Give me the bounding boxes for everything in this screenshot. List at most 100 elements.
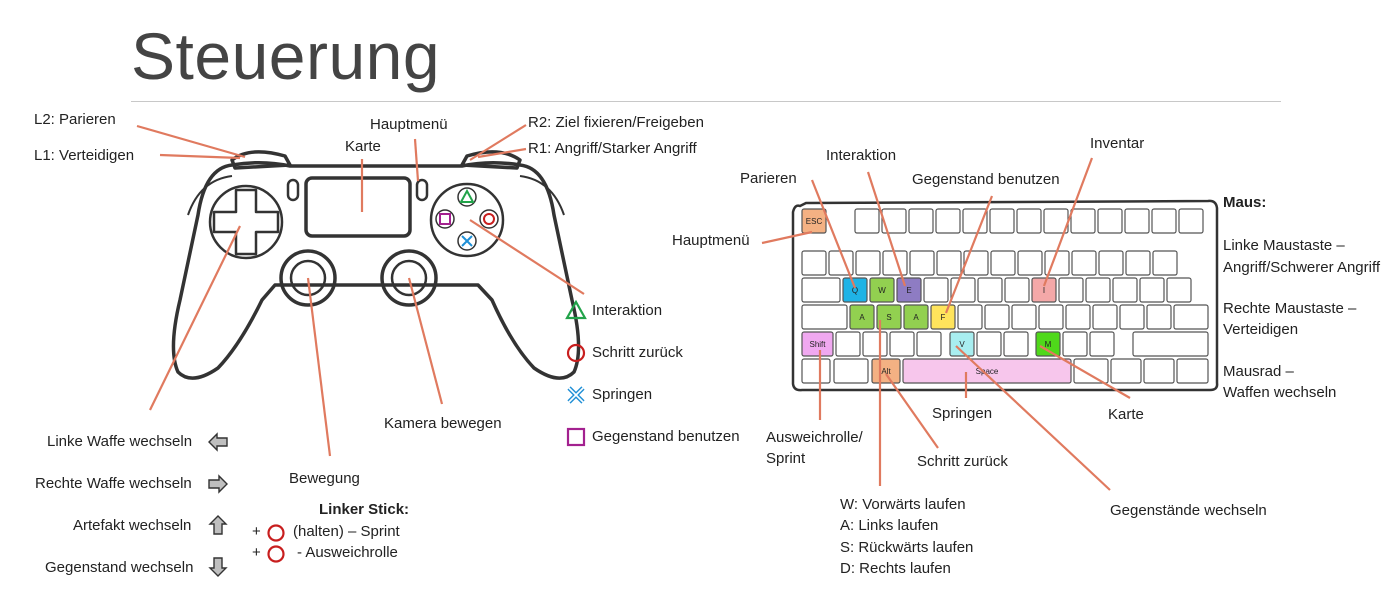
- arrow-down-icon: [208, 557, 228, 577]
- keyboard-key: [801, 358, 831, 384]
- keyboard-key: [936, 250, 962, 276]
- key-label-i: I: [1043, 286, 1045, 295]
- l1-shoulder: [230, 150, 292, 170]
- keyboard-key: [1070, 208, 1096, 234]
- face-triangle: [459, 188, 475, 203]
- kb-ausweich-label-1: Ausweichrolle/: [766, 429, 863, 446]
- keyboard-key: [1058, 277, 1084, 303]
- keyboard-key: [1124, 208, 1150, 234]
- keyboard-key: [1146, 304, 1172, 330]
- face-cross: [461, 235, 473, 247]
- key-enter: [1173, 304, 1209, 330]
- circle-icon: [267, 524, 285, 542]
- key-label-shift: Shift: [809, 340, 826, 349]
- key-label-w: W: [878, 286, 886, 295]
- key-label-e: E: [906, 286, 911, 295]
- dpad-right-label: Rechte Waffe wechseln: [35, 475, 192, 492]
- keyboard-key: [1152, 250, 1178, 276]
- maus-left-2: Angriff/Schwerer Angriff: [1223, 259, 1381, 276]
- maus-right-1: Rechte Maustaste –: [1223, 300, 1357, 317]
- key-e: [896, 277, 922, 303]
- keyboard-key: [1151, 208, 1177, 234]
- key-f: [930, 304, 956, 330]
- keyboard-key: [1112, 277, 1138, 303]
- keyboard-key: [1071, 250, 1097, 276]
- movement-a: A: Links laufen: [840, 517, 939, 534]
- key-i: [1031, 277, 1057, 303]
- left-stick: [279, 249, 337, 307]
- right-stick: [380, 249, 438, 307]
- r2-label: R2: Ziel fixieren/Freigeben: [528, 114, 704, 131]
- r1-label: R1: Angriff/Starker Angriff: [528, 140, 697, 157]
- page-title: Steuerung: [131, 19, 441, 93]
- circle-icon: [267, 545, 285, 563]
- l2-label: L2: Parieren: [34, 111, 116, 128]
- keyboard-key: [835, 331, 861, 357]
- keyboard-key: [1016, 208, 1042, 234]
- keyboard-frame: [791, 199, 1219, 392]
- key-label-esc: ESC: [806, 217, 823, 226]
- keyboard-key: [1038, 304, 1064, 330]
- left-stick-title: Linker Stick:: [319, 501, 410, 518]
- key-label-m: M: [1045, 340, 1052, 349]
- key-right-shift: [1132, 331, 1209, 357]
- key-caps: [801, 304, 848, 330]
- l1-label: L1: Verteidigen: [34, 147, 135, 164]
- maus-right-2: Verteidigen: [1223, 321, 1299, 338]
- kb-gegenstaende-wechseln-label: Gegenstände wechseln: [1110, 502, 1267, 519]
- key-a2: [903, 304, 929, 330]
- keyboard-key: [1143, 358, 1175, 384]
- key-label-s: S: [886, 313, 891, 322]
- dpad: [212, 188, 280, 256]
- keyboard-key: [977, 277, 1003, 303]
- keyboard-key: [1065, 304, 1091, 330]
- triangle-icon: [565, 299, 587, 320]
- keyboard-key: [990, 250, 1016, 276]
- keyboard-key: [1176, 358, 1209, 384]
- kb-interaktion-label: Interaktion: [826, 147, 897, 164]
- kb-schritt-zurueck-label: Schritt zurück: [917, 453, 1008, 470]
- keyboard-key: [1097, 208, 1123, 234]
- keyboard-key: [963, 250, 989, 276]
- title-divider: [131, 101, 1281, 102]
- keyboard-key: [989, 208, 1015, 234]
- key-label-space: Space: [976, 367, 999, 376]
- keyboard-key: [957, 304, 983, 330]
- key-q: [842, 277, 868, 303]
- dpad-down-label: Gegenstand wechseln: [45, 559, 194, 576]
- movement-w: W: Vorwärts laufen: [840, 496, 966, 513]
- karte-label: Karte: [345, 138, 381, 155]
- plus-sign: +: [252, 523, 261, 540]
- keyboard-key: [889, 331, 915, 357]
- key-s: [876, 304, 902, 330]
- key-label-v: V: [959, 340, 965, 349]
- keyboard-key: [1017, 250, 1043, 276]
- keyboard-key: [1166, 277, 1192, 303]
- keyboard-key: [916, 331, 942, 357]
- maus-wheel-1: Mausrad –: [1223, 363, 1294, 380]
- face-circle: [483, 213, 495, 225]
- key-space: [902, 358, 1072, 384]
- keyboard: [791, 199, 1219, 392]
- maus-left-1: Linke Maustaste –: [1223, 237, 1345, 254]
- legend-interaktion: Interaktion: [592, 302, 663, 319]
- arrow-up-icon: [208, 515, 228, 535]
- keyboard-key: [855, 250, 881, 276]
- keyboard-key: [833, 358, 869, 384]
- key-shift: [801, 331, 834, 357]
- keyboard-key: [1073, 358, 1109, 384]
- movement-s: S: Rückwärts laufen: [840, 539, 974, 556]
- dpad-left-label: Linke Waffe wechseln: [47, 433, 193, 450]
- cross-icon: [567, 386, 585, 404]
- kb-parieren-label: Parieren: [740, 170, 797, 187]
- keyboard-key: [1089, 331, 1115, 357]
- keyboard-key: [976, 331, 1002, 357]
- face-square: [439, 213, 451, 225]
- keyboard-key: [1119, 304, 1145, 330]
- hauptmenu-label: Hauptmenü: [370, 116, 448, 133]
- dpad-base: [208, 184, 284, 260]
- keyboard-key: [801, 250, 827, 276]
- kamera-label: Kamera bewegen: [384, 415, 502, 432]
